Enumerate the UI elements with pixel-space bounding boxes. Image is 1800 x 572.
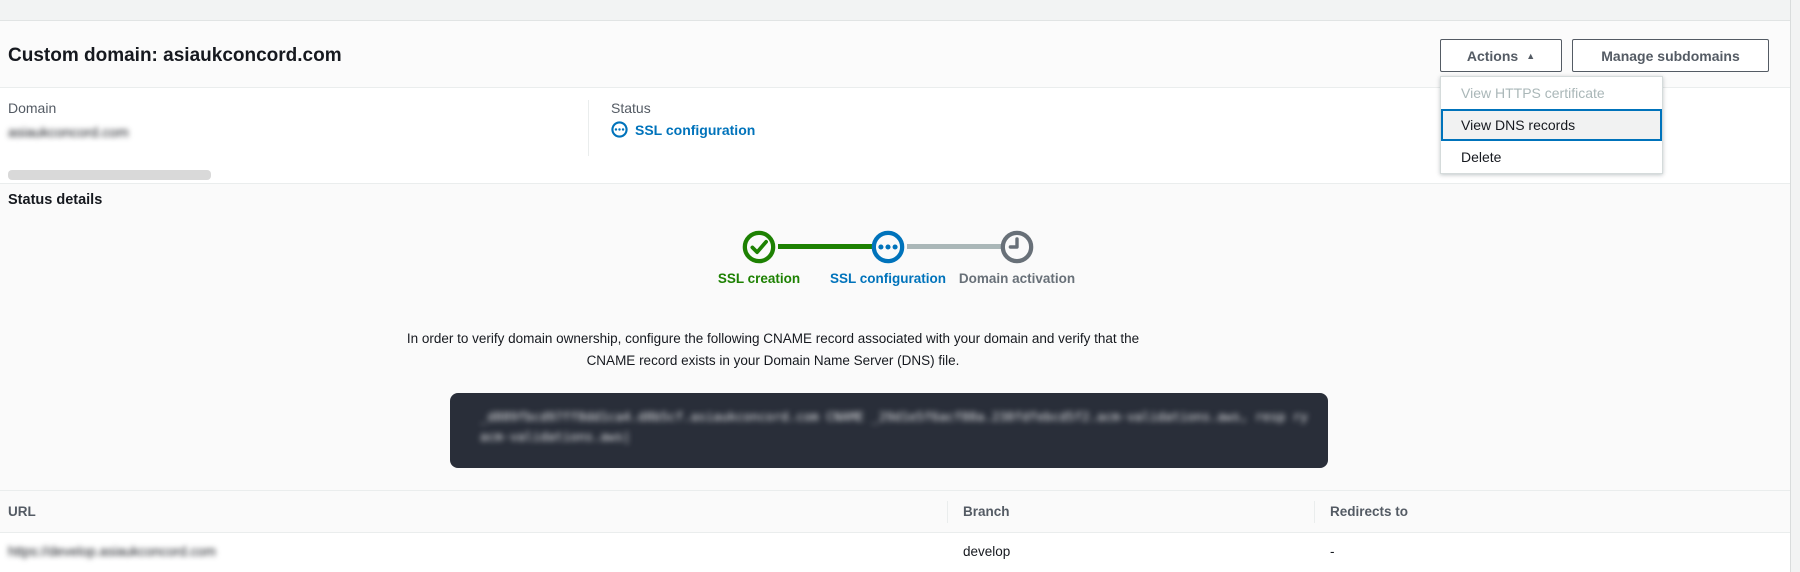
top-window-strip bbox=[0, 0, 1800, 21]
in-progress-circle-icon bbox=[871, 230, 905, 264]
page-title: Custom domain: asiaukconcord.com bbox=[8, 45, 342, 66]
cname-record-code-block[interactable]: _d889fbcd97ff8dd1ca4.d8b5cf.asiaukconcor… bbox=[450, 393, 1328, 468]
actions-button-label: Actions bbox=[1466, 47, 1519, 64]
step-connector-pending bbox=[907, 244, 1001, 249]
in-progress-icon bbox=[611, 121, 628, 138]
clock-circle-icon bbox=[1000, 230, 1034, 264]
status-value-text: SSL configuration bbox=[635, 121, 756, 138]
cell-branch: develop bbox=[963, 544, 1011, 559]
manage-subdomains-button[interactable]: Manage subdomains bbox=[1572, 39, 1769, 72]
actions-button[interactable]: Actions ▲ bbox=[1440, 39, 1562, 72]
column-divider bbox=[588, 100, 589, 156]
status-label: Status bbox=[611, 100, 651, 116]
subdomains-table-header: URL Branch Redirects to bbox=[0, 490, 1790, 533]
right-scroll-gutter[interactable] bbox=[1790, 0, 1800, 572]
status-details-heading: Status details bbox=[8, 192, 103, 208]
cname-record-line2-redacted: acm-validations.aws| bbox=[480, 429, 631, 444]
step-label-domain-activation: Domain activation bbox=[958, 271, 1076, 286]
menu-item-view-dns-records[interactable]: View DNS records bbox=[1441, 109, 1662, 141]
cell-url-redacted[interactable]: https://develop.asiaukconcord.com bbox=[8, 544, 216, 559]
column-separator bbox=[1314, 501, 1315, 523]
cell-redirects-to: - bbox=[1330, 544, 1335, 559]
title-bar: Custom domain: asiaukconcord.com Actions… bbox=[0, 21, 1790, 88]
verification-instruction: In order to verify domain ownership, con… bbox=[406, 331, 1140, 368]
domain-label: Domain bbox=[8, 100, 57, 116]
actions-menu: View HTTPS certificate View DNS records … bbox=[1440, 76, 1663, 174]
check-circle-icon bbox=[742, 230, 776, 264]
domain-value-redacted: asiaukconcord.com bbox=[8, 124, 129, 140]
step-label-ssl-creation: SSL creation bbox=[717, 271, 801, 286]
step-label-ssl-configuration: SSL configuration bbox=[829, 271, 946, 286]
column-separator bbox=[947, 501, 948, 523]
manage-subdomains-label: Manage subdomains bbox=[1601, 47, 1740, 64]
status-value: SSL configuration bbox=[611, 121, 755, 138]
horizontal-scrollbar-thumb[interactable] bbox=[8, 170, 211, 180]
column-header-url: URL bbox=[8, 504, 36, 519]
column-header-branch: Branch bbox=[963, 504, 1010, 519]
cname-record-line1-redacted: _d889fbcd97ff8dd1ca4.d8b5cf.asiaukconcor… bbox=[480, 409, 1308, 424]
status-details-section: Status details SSL creation SSL configur… bbox=[0, 184, 1790, 490]
menu-item-view-https-certificate: View HTTPS certificate bbox=[1441, 77, 1662, 109]
column-header-redirects-to: Redirects to bbox=[1330, 504, 1409, 519]
menu-item-delete[interactable]: Delete bbox=[1441, 141, 1662, 173]
table-row: https://develop.asiaukconcord.com develo… bbox=[0, 533, 1790, 572]
step-connector-done bbox=[778, 244, 872, 249]
caret-up-icon: ▲ bbox=[1526, 50, 1536, 61]
